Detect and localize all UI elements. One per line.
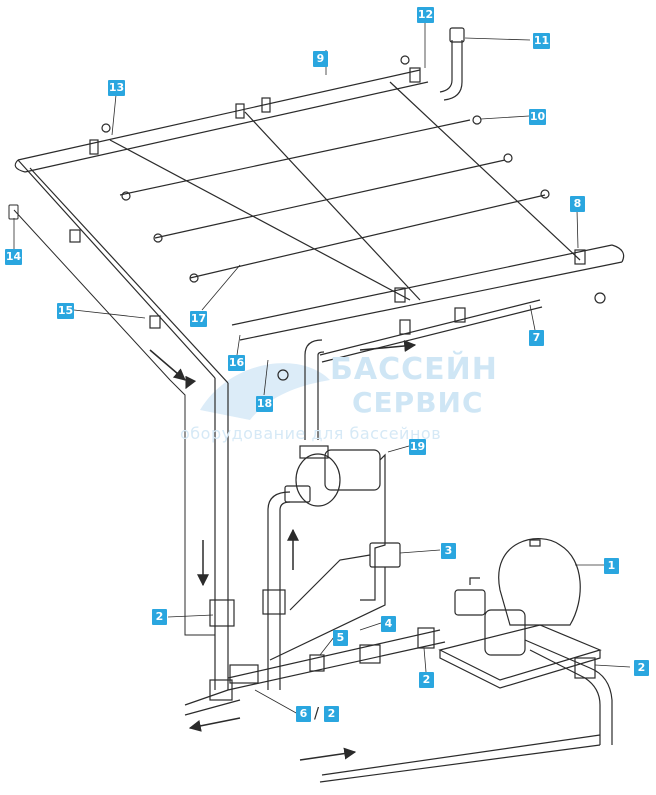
- callout-11: 11: [533, 33, 550, 49]
- callout-16: 16: [228, 355, 245, 371]
- callout-15: 15: [57, 303, 74, 319]
- watermark-subtitle: СЕРВИС: [352, 386, 484, 419]
- flow-arrows: [149, 340, 417, 761]
- supply-pipe: [262, 339, 325, 690]
- callout-separator: /: [314, 704, 320, 722]
- callout-2: 2: [324, 706, 339, 722]
- callout-14: 14: [5, 249, 22, 265]
- callout-7: 7: [529, 330, 544, 346]
- callout-12: 12: [417, 7, 434, 23]
- sensor-cable: [8, 204, 215, 636]
- callout-17: 17: [190, 311, 207, 327]
- callout-6: 6: [296, 706, 311, 722]
- main-pipe: [184, 627, 446, 716]
- controller-box: [269, 542, 401, 661]
- booster-pump: [284, 445, 386, 601]
- watermark-logo-icon: [200, 363, 330, 420]
- callout-10: 10: [529, 109, 546, 125]
- callout-1: 1: [604, 558, 619, 574]
- callout-3: 3: [441, 543, 456, 559]
- callout-2: 2: [152, 609, 167, 625]
- solar-collector: [14, 27, 625, 384]
- callout-5: 5: [333, 630, 348, 646]
- callout-18: 18: [256, 396, 273, 412]
- callout-9: 9: [313, 51, 328, 67]
- leader-lines: [13, 20, 631, 715]
- watermark-tagline: оборудование для бассейнов: [180, 424, 442, 443]
- down-pipe: [209, 378, 235, 690]
- callout-8: 8: [570, 196, 585, 212]
- callout-2: 2: [634, 660, 649, 676]
- callout-4: 4: [381, 616, 396, 632]
- watermark-title: БАССЕЙН: [330, 352, 498, 387]
- callout-19: 19: [409, 439, 426, 455]
- sand-filter-unit: [319, 538, 613, 783]
- callout-13: 13: [108, 80, 125, 96]
- callout-2: 2: [419, 672, 434, 688]
